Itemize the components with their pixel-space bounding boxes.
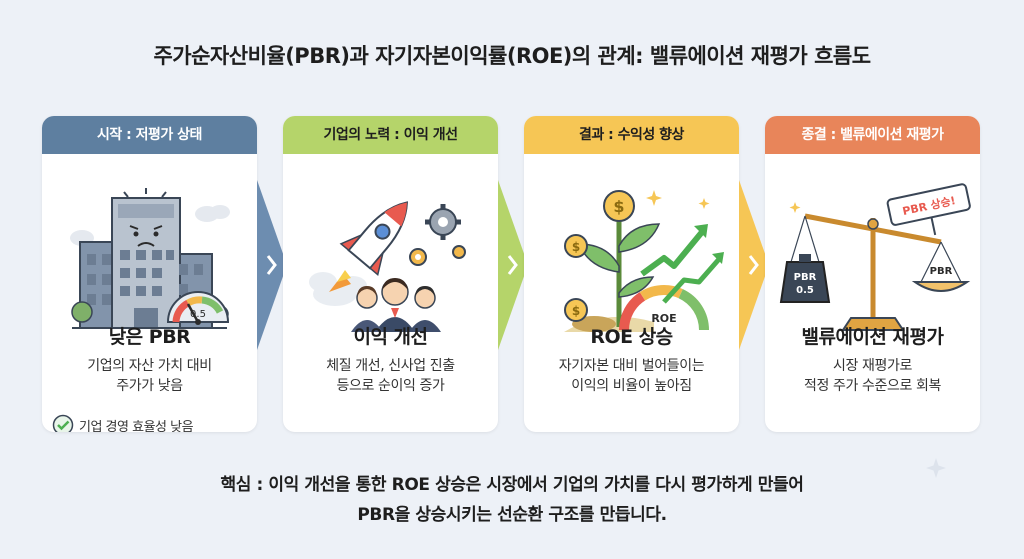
step-header: 시작 : 저평가 상태	[42, 116, 257, 154]
page-title: 주가순자산비율(PBR)과 자기자본이익률(ROE)의 관계: 밸류에이션 재평…	[153, 44, 871, 68]
step-header: 종결 : 밸류에이션 재평가	[765, 116, 980, 154]
gear-icon	[409, 248, 427, 266]
weight-value: 0.5	[796, 285, 814, 296]
flow-arrow-2	[498, 180, 528, 350]
svg-text:$: $	[572, 240, 580, 254]
step-heading: 밸류에이션 재평가	[801, 326, 944, 348]
coin-icon: $	[564, 234, 588, 258]
step-heading: 낮은 PBR	[108, 326, 191, 348]
check-circle-icon	[52, 414, 74, 432]
step-card-result: 결과 : 수익성 향상 $ $ $ ROE ROE 상승 자기자본 대비	[524, 116, 739, 432]
summary-line: PBR을 상승시키는 선순환 구조를 만듭니다.	[357, 505, 667, 525]
sparkle-icon	[698, 198, 710, 209]
gear-icon	[452, 245, 466, 259]
sparkle-icon	[789, 202, 801, 213]
rocket-team-illustration	[309, 201, 466, 332]
money-tree-growth-illustration: $ $ $ ROE	[564, 190, 724, 332]
coin-icon: $	[564, 298, 588, 322]
gauge-label: ROE	[651, 312, 676, 325]
pan-label: PBR	[930, 266, 953, 277]
building-gauge-illustration: 0.5	[70, 188, 230, 329]
desc-line: 등으로 순이익 증가	[336, 378, 445, 394]
step-header: 결과 : 수익성 향상	[524, 116, 739, 154]
step-description: 체질 개선, 신사업 진출 등으로 순이익 증가	[283, 356, 498, 396]
desc-line: 주가가 낮음	[116, 378, 183, 394]
sparkle-icon	[646, 190, 662, 206]
gauge-value: 0.5	[190, 309, 206, 320]
chevron-right-icon	[748, 255, 759, 275]
desc-line: 체질 개선, 신사업 진출	[326, 358, 455, 374]
step-card-revaluation: 종결 : 밸류에이션 재평가 PBR PBR 0.5 PBR 상승! 밸류에이션…	[765, 116, 980, 432]
summary-line: 핵심 : 이익 개선을 통한 ROE 상승은 시장에서 기업의 가치를 다시 평…	[220, 475, 804, 495]
note-text: 기업 경영 효율성 낮음	[79, 419, 194, 433]
flow-arrow-1	[257, 180, 287, 350]
desc-line: 이익의 비율이 높아짐	[571, 378, 692, 394]
flow-arrow-3	[739, 180, 769, 350]
gear-icon	[425, 204, 461, 240]
chevron-right-icon	[507, 255, 518, 275]
desc-line: 적정 주가 수준으로 회복	[804, 378, 941, 394]
step-header: 기업의 노력 : 이익 개선	[283, 116, 498, 154]
sparkle-icon	[926, 458, 946, 478]
weight-label: PBR	[794, 272, 817, 283]
coin-icon: $	[603, 190, 635, 222]
step-card-effort: 기업의 노력 : 이익 개선	[283, 116, 498, 432]
step-description: 시장 재평가로 적정 주가 수준으로 회복	[765, 356, 980, 396]
desc-line: 자기자본 대비 벌어들이는	[558, 358, 705, 374]
desc-line: 시장 재평가로	[833, 358, 912, 374]
step-note: 기업 경영 효율성 낮음	[52, 414, 257, 432]
summary: 핵심 : 이익 개선을 통한 ROE 상승은 시장에서 기업의 가치를 다시 평…	[0, 470, 1024, 530]
desc-line: 기업의 자산 가치 대비	[87, 358, 212, 374]
step-description: 자기자본 대비 벌어들이는 이익의 비율이 높아짐	[524, 356, 739, 396]
step-card-start: 시작 : 저평가 상태 0.5	[42, 116, 257, 432]
chevron-right-icon	[266, 255, 277, 275]
balance-scale-illustration: PBR PBR 0.5 PBR 상승!	[779, 183, 971, 331]
svg-text:$: $	[613, 197, 624, 216]
step-heading: ROE 상승	[590, 326, 673, 348]
step-description: 기업의 자산 가치 대비 주가가 낮음	[42, 356, 257, 396]
svg-text:$: $	[572, 304, 580, 318]
step-heading: 이익 개선	[353, 326, 428, 348]
